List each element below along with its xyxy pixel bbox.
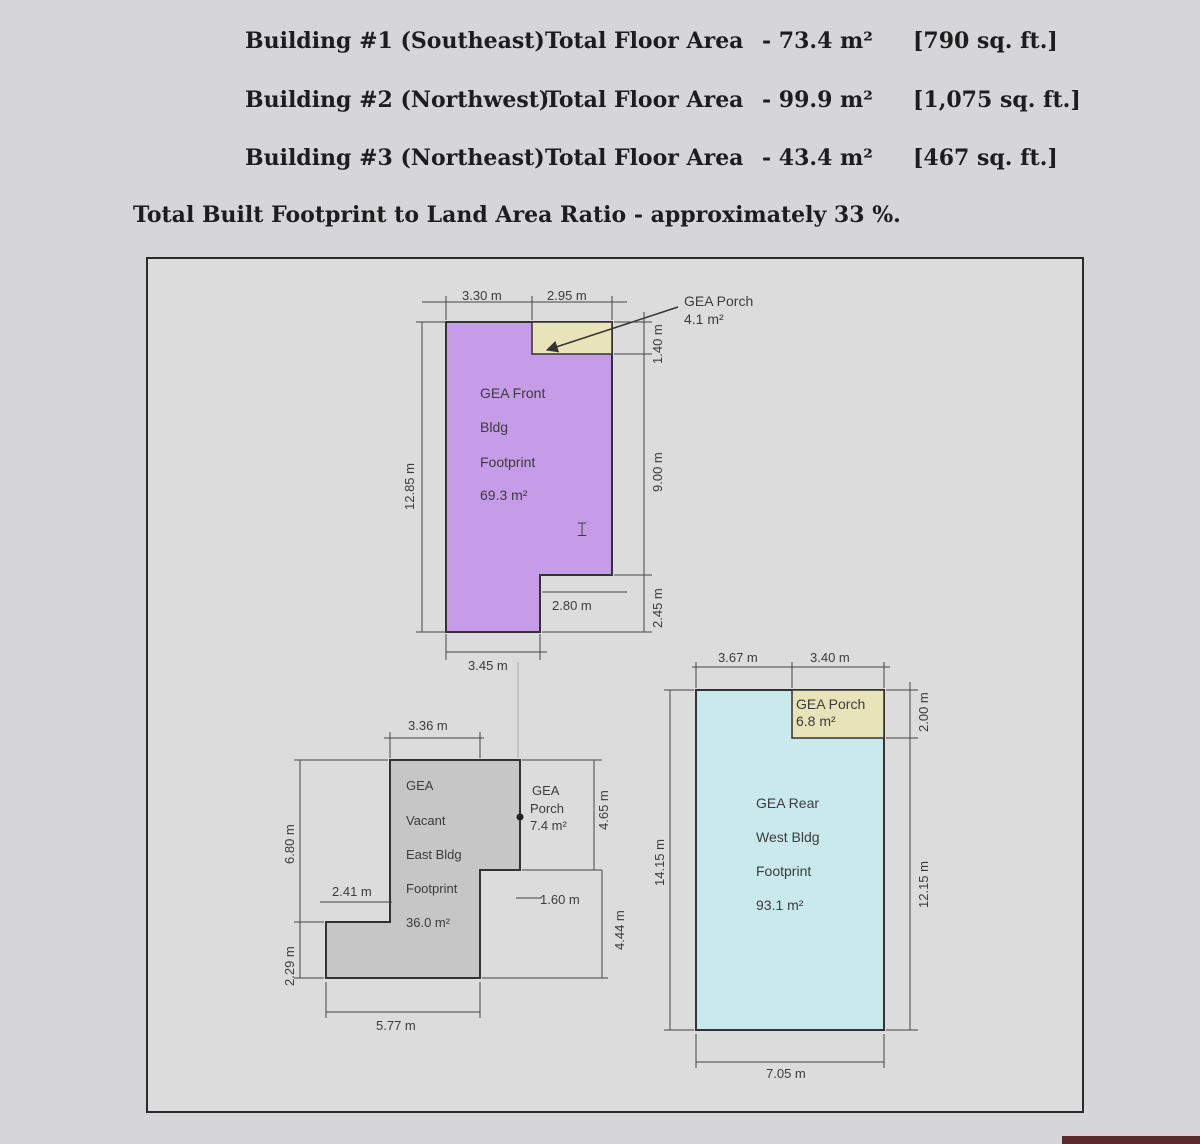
- front-dim-top-right: 2.95 m: [547, 288, 587, 303]
- front-porch-label-line-2: 4.1 m²: [684, 311, 724, 327]
- building-name: Building #1 (Southeast): [245, 28, 545, 54]
- rear-porch-label-line-2: 6.8 m²: [796, 713, 836, 729]
- east-label-line-2: Vacant: [406, 813, 446, 828]
- front-building: GEA Front Bldg Footprint 69.3 m² GEA Por…: [402, 288, 753, 673]
- floor-area-imperial: [467 sq. ft.]: [913, 145, 1058, 171]
- east-label-line-1: GEA: [406, 778, 434, 793]
- rear-dim-right: 12.15 m: [916, 861, 931, 908]
- front-label-line-3: Footprint: [480, 454, 535, 470]
- rear-porch-area: [791, 689, 885, 739]
- east-dim-left-lower: 2.29 m: [282, 946, 297, 986]
- east-porch-label-line-3: 7.4 m²: [530, 818, 568, 833]
- east-dim-right-upper: 4.65 m: [596, 790, 611, 830]
- footprint-ratio-text: Total Built Footprint to Land Area Ratio…: [133, 202, 901, 228]
- floor-area-label: Total Floor Area: [545, 87, 744, 113]
- floor-area-metric: - 43.4 m²: [762, 145, 873, 171]
- bottom-edge-bar: [1062, 1136, 1200, 1144]
- east-dim-top: 3.36 m: [408, 718, 448, 733]
- east-building-footprint: [325, 759, 521, 979]
- rear-label-line-4: 93.1 m²: [756, 897, 804, 913]
- rear-label-line-2: West Bldg: [756, 829, 820, 845]
- front-dim-porch-depth: 1.40 m: [650, 324, 665, 364]
- floor-area-imperial: [1,075 sq. ft.]: [913, 87, 1081, 113]
- front-dim-bottom: 3.45 m: [468, 658, 508, 673]
- floor-area-metric: - 73.4 m²: [762, 28, 873, 54]
- rear-porch-label-line-1: GEA Porch: [796, 696, 865, 712]
- rear-dim-top-right: 3.40 m: [810, 650, 850, 665]
- floor-area-metric: - 99.9 m²: [762, 87, 873, 113]
- front-porch-label-line-1: GEA Porch: [684, 293, 753, 309]
- east-label-line-4: Footprint: [406, 881, 458, 896]
- front-porch-leader: [545, 306, 679, 353]
- vacant-east-building: GEA Vacant East Bldg Footprint 36.0 m² G…: [282, 662, 627, 1033]
- east-dim-step: 2.41 m: [332, 884, 372, 899]
- front-dimension-lines: [416, 296, 652, 660]
- front-dim-notch-depth: 2.45 m: [650, 588, 665, 628]
- front-dim-notch-width: 2.80 m: [552, 598, 592, 613]
- front-dim-top-left: 3.30 m: [462, 288, 502, 303]
- rear-label-line-3: Footprint: [756, 863, 811, 879]
- floor-area-imperial: [790 sq. ft.]: [913, 28, 1058, 54]
- east-porch-marker: [516, 813, 524, 821]
- east-dim-right-lower: 4.44 m: [612, 910, 627, 950]
- rear-dim-porch-depth: 2.00 m: [916, 692, 931, 732]
- front-label-line-2: Bldg: [480, 419, 508, 435]
- rear-label-line-1: GEA Rear: [756, 795, 819, 811]
- east-label-line-3: East Bldg: [406, 847, 462, 862]
- front-porch-area: [531, 321, 613, 355]
- front-label-line-4: 69.3 m²: [480, 487, 528, 503]
- floor-area-summary: Building #1 (Southeast) Total Floor Area…: [0, 0, 1200, 250]
- building-name: Building #2 (Northwest): [245, 87, 550, 113]
- site-plan-svg: GEA Front Bldg Footprint 69.3 m² GEA Por…: [282, 288, 931, 1081]
- east-dimension-lines: [294, 662, 608, 1018]
- front-label-line-1: GEA Front: [480, 385, 545, 401]
- site-plan-diagram: GEA Front Bldg Footprint 69.3 m² GEA Por…: [146, 257, 1084, 1113]
- summary-row-building-2: Building #2 (Northwest) Total Floor Area…: [0, 87, 1200, 127]
- rear-building-footprint: [695, 689, 885, 1031]
- front-dim-left: 12.85 m: [402, 463, 417, 510]
- summary-row-building-3: Building #3 (Northeast) Total Floor Area…: [0, 145, 1200, 185]
- floor-area-label: Total Floor Area: [545, 145, 744, 171]
- rear-west-building: GEA Rear West Bldg Footprint 93.1 m² GEA…: [652, 650, 931, 1081]
- east-dim-left-upper: 6.80 m: [282, 824, 297, 864]
- floor-area-label: Total Floor Area: [545, 28, 744, 54]
- front-dim-right: 9.00 m: [650, 452, 665, 492]
- front-building-footprint: [445, 321, 613, 633]
- east-porch-label-line-1: GEA: [532, 783, 560, 798]
- rear-dim-bottom: 7.05 m: [766, 1066, 806, 1081]
- rear-dim-top-left: 3.67 m: [718, 650, 758, 665]
- east-porch-label-line-2: Porch: [530, 801, 564, 816]
- east-dim-bottom: 5.77 m: [376, 1018, 416, 1033]
- rear-dimension-lines: [664, 662, 918, 1068]
- building-name: Building #3 (Northeast): [245, 145, 545, 171]
- east-label-line-5: 36.0 m²: [406, 915, 451, 930]
- summary-row-building-1: Building #1 (Southeast) Total Floor Area…: [0, 28, 1200, 68]
- rear-dim-left: 14.15 m: [652, 839, 667, 886]
- east-dim-right-step: 1.60 m: [540, 892, 580, 907]
- text-cursor-icon: 𝙸: [575, 519, 589, 541]
